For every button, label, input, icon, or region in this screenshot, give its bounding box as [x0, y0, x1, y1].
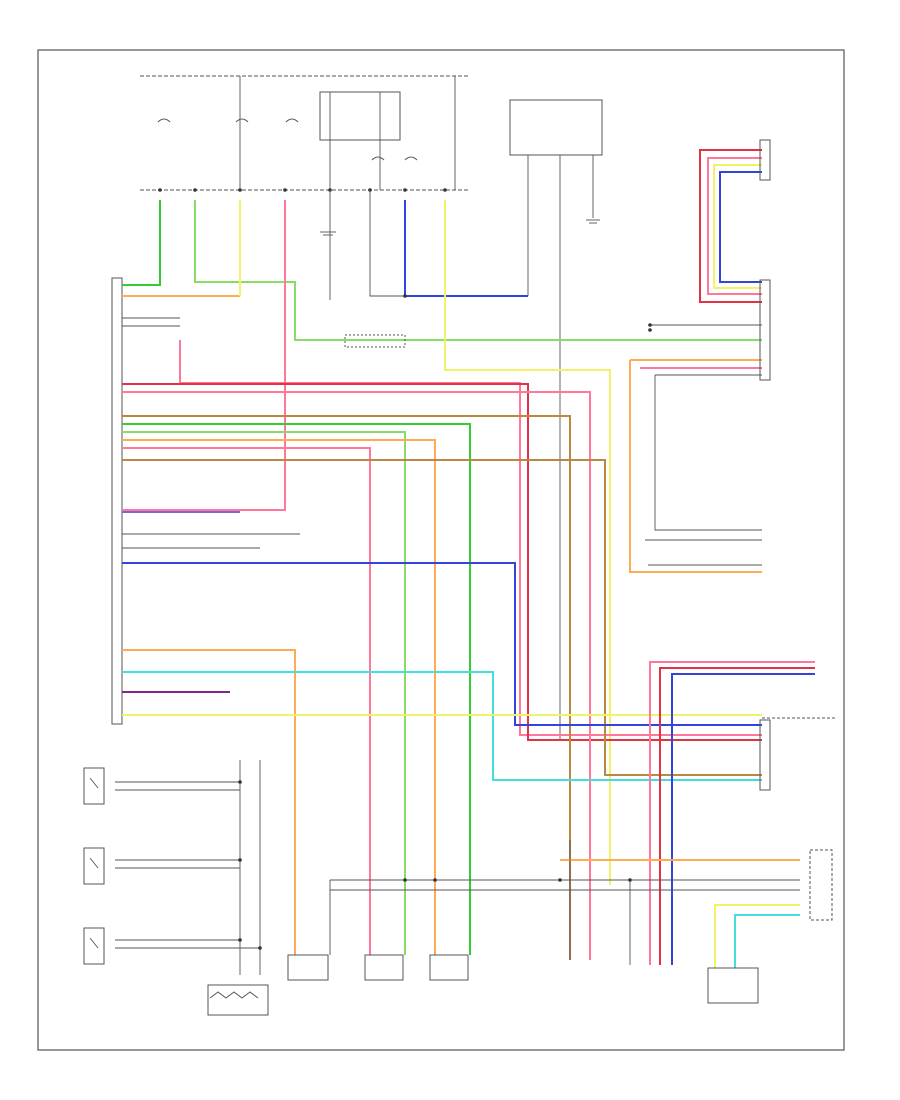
- gray-wires: [115, 190, 800, 975]
- fuse-icon: [285, 118, 299, 123]
- wire-cyan-right: [734, 914, 800, 968]
- connector-icon: [364, 954, 404, 981]
- wire-pink-3: [122, 391, 591, 960]
- wire-lightgreen-2: [122, 431, 406, 955]
- junctions: [238, 294, 652, 950]
- wire-orange-right-2: [629, 360, 762, 573]
- wire-red-right: [659, 667, 815, 965]
- fuse-icon: [404, 156, 418, 161]
- top-connectors: [158, 188, 447, 192]
- connector-icon: [707, 967, 759, 1004]
- wire-pink: [122, 200, 286, 511]
- diagram-border: [37, 49, 845, 1051]
- wire-blue-2: [122, 562, 762, 726]
- wire-pink-right: [649, 661, 815, 965]
- ground-icon: [586, 219, 600, 224]
- wire-yellow-right: [714, 904, 800, 968]
- connector-icon: [759, 719, 771, 791]
- relay-icon: [319, 91, 401, 141]
- wire-blue-right: [671, 673, 815, 965]
- motor-icon: [509, 99, 603, 156]
- wire-brown-2: [122, 459, 762, 776]
- wire-pink-4: [122, 447, 371, 955]
- switch-icon: [207, 984, 269, 1016]
- colored-wires: [122, 149, 815, 968]
- connector-icon: [759, 279, 771, 381]
- wire-yellow-loop: [713, 164, 762, 289]
- fuse-icon: [235, 118, 249, 123]
- wire-green-2: [122, 423, 471, 955]
- switch-icon: [83, 847, 105, 885]
- relay-icon: [344, 334, 406, 348]
- wire-red: [122, 383, 762, 741]
- wire-orange-2: [122, 439, 436, 955]
- connector-icon: [809, 849, 833, 921]
- wire-green: [122, 200, 161, 286]
- ground-icon: [320, 231, 336, 236]
- wire-blue: [404, 200, 528, 297]
- control-unit: [111, 277, 123, 725]
- connector-icon: [759, 139, 771, 181]
- wire-lightgreen: [194, 200, 762, 341]
- wire-brown: [122, 415, 571, 960]
- switch-icon: [83, 927, 105, 965]
- connector-icon: [429, 954, 469, 981]
- wire-pink-loop: [707, 157, 762, 295]
- wire-cyan: [122, 671, 762, 781]
- wire-orange-3: [122, 649, 296, 955]
- wire-yellow-2: [444, 200, 611, 885]
- fuse-icon: [371, 156, 385, 161]
- wire-blue-loop: [719, 171, 762, 283]
- wire-red-loop: [699, 149, 762, 303]
- motor-icon: [287, 954, 329, 981]
- fuse-icon: [157, 118, 171, 123]
- switch-icon: [83, 767, 105, 805]
